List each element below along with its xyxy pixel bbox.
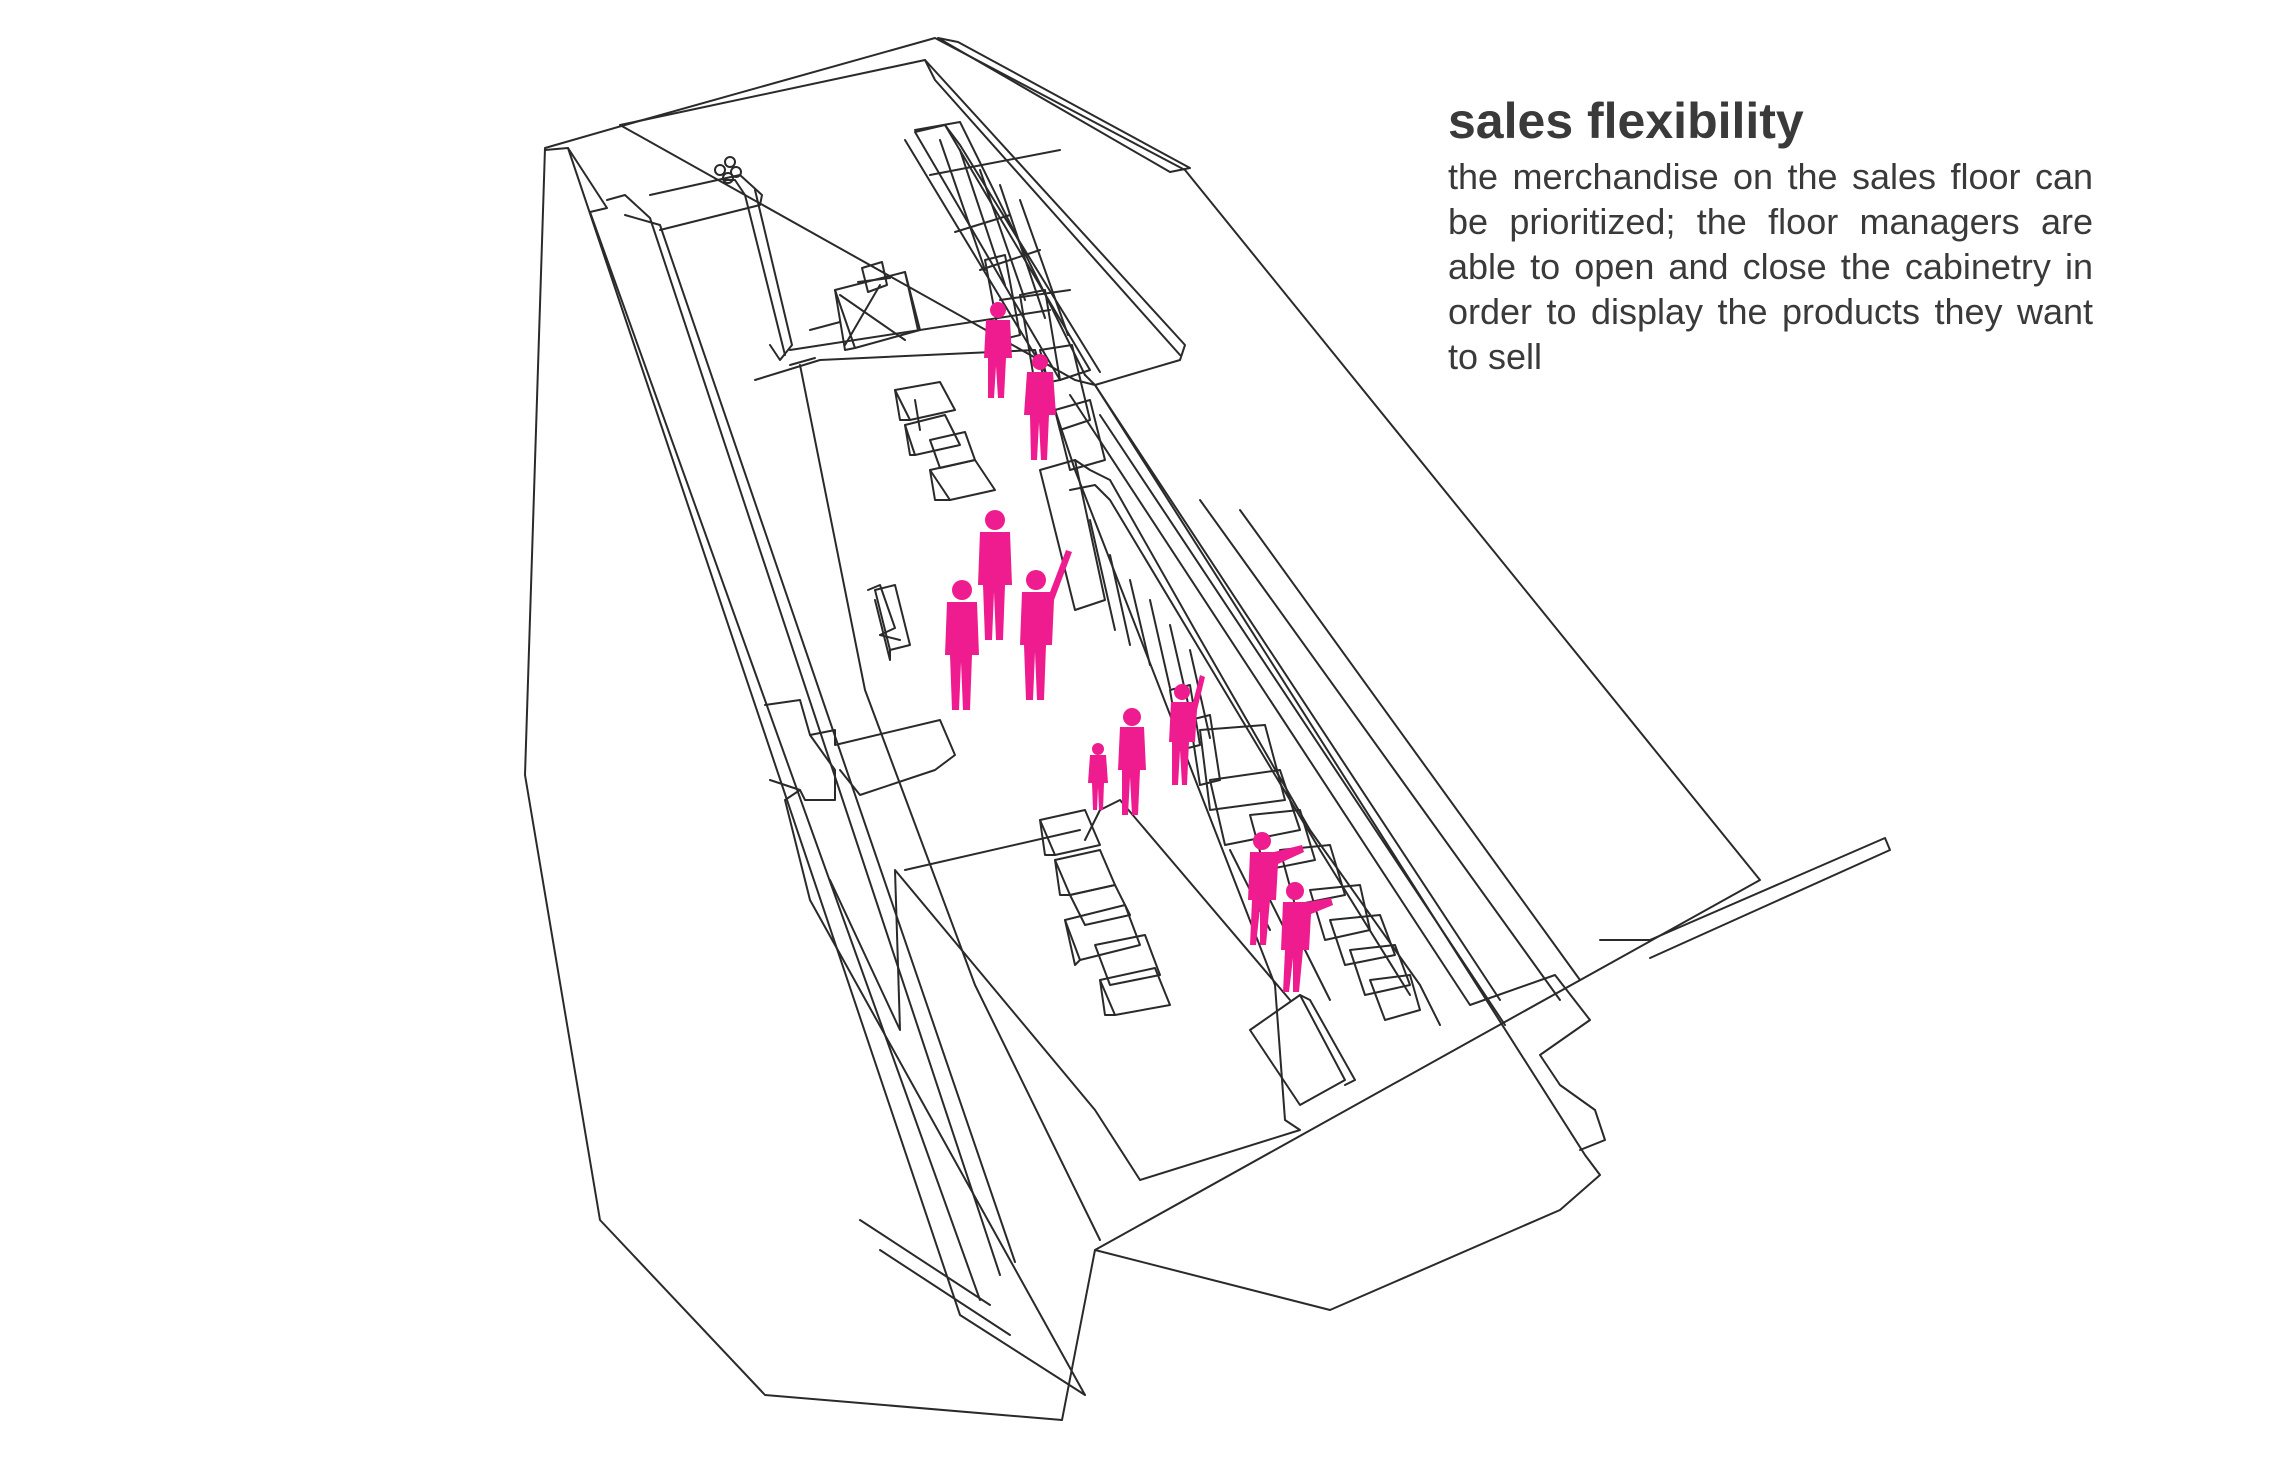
front-display-wall	[1249, 994, 1356, 1106]
cashier-counter	[834, 261, 921, 351]
person-figure-9	[1281, 882, 1333, 992]
bench-front	[1039, 809, 1171, 1016]
person-figure-7	[1169, 675, 1205, 785]
wall-display-case	[874, 584, 911, 661]
caption-block: sales flexibility the merchandise on the…	[1448, 92, 2093, 379]
person-figure-1	[984, 302, 1012, 398]
back-wall	[619, 59, 1186, 386]
person-figure-2	[1024, 354, 1056, 460]
person-figure-6	[1118, 708, 1146, 815]
caption-body: the merchandise on the sales floor can b…	[1448, 156, 2093, 377]
right-wall	[1069, 374, 1891, 1311]
person-figure-child	[1088, 743, 1108, 810]
bench-back	[894, 381, 996, 501]
person-figure-8	[1248, 832, 1304, 945]
left-wall	[544, 147, 1086, 1396]
left-wall-steps	[764, 584, 1086, 1396]
light-fixture	[714, 156, 742, 184]
person-figure-5	[945, 580, 979, 710]
wall-cabinetry	[914, 124, 1106, 471]
person-figure-4	[1020, 550, 1072, 700]
outer-wall-outline	[524, 37, 1761, 1421]
caption-title: sales flexibility	[1448, 93, 1804, 149]
person-figure-3	[978, 510, 1012, 640]
lower-cabinetry	[1039, 459, 1441, 1026]
